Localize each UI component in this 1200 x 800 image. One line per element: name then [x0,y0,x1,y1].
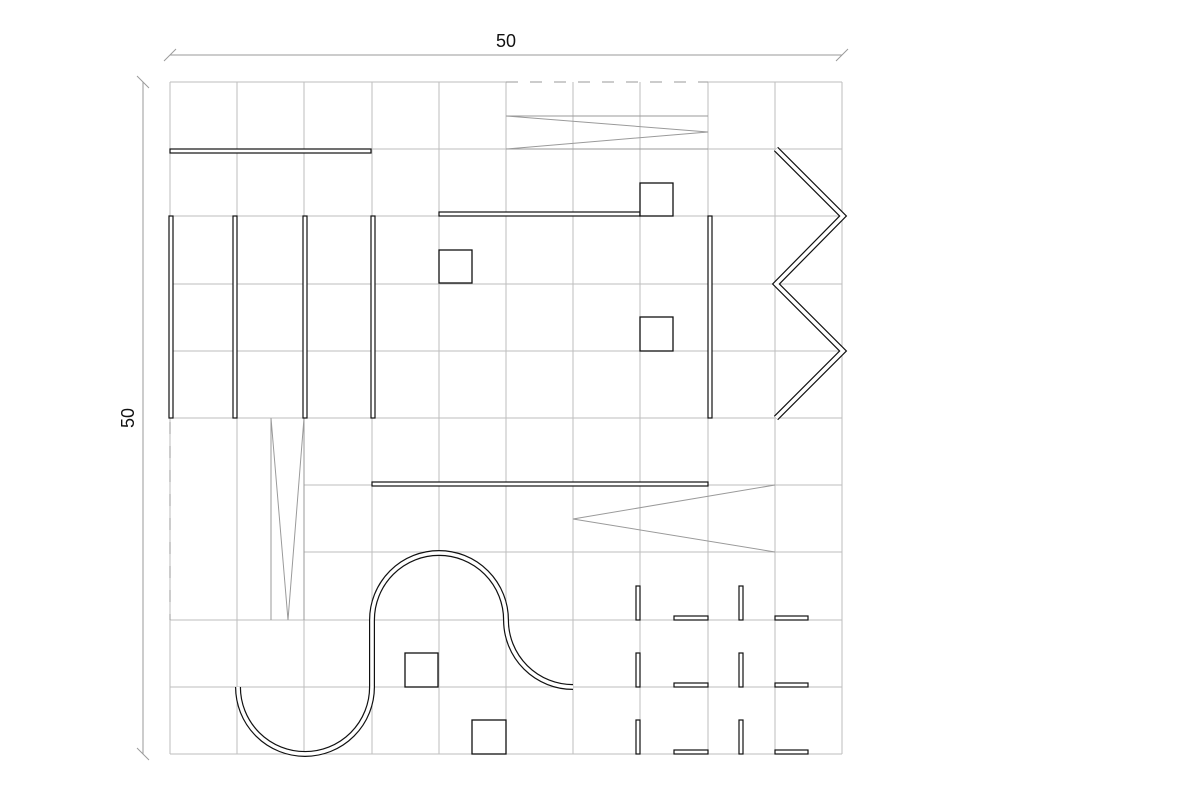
wall-vertical-1 [168,215,174,419]
partition-h6 [774,749,809,755]
partition-v4 [738,652,744,688]
partition-v2 [738,585,744,621]
wall-upper-middle [438,211,641,217]
dimension-width [163,48,849,62]
partition-v1 [635,585,641,621]
wall-vertical-4 [370,215,376,419]
partition-h5 [673,749,709,755]
partition-cluster [635,585,809,755]
dimension-height-label: 50 [118,408,138,428]
partition-h2 [774,615,809,621]
wall-center [371,481,709,487]
column-3 [639,316,674,352]
partition-v3 [635,652,641,688]
wall-vertical-3 [302,215,308,419]
wall-vertical-5 [707,215,713,419]
dimension-width-label: 50 [496,31,516,51]
partition-h3 [673,682,709,688]
column-1 [639,182,674,217]
partition-v6 [738,719,744,755]
wall-group-vertical [168,215,713,419]
partition-v5 [635,719,641,755]
wall-top-left [169,148,372,154]
zigzag-left [270,417,305,621]
column-4 [404,652,439,688]
zigzag-mid [572,484,776,553]
zigzag-top [505,115,709,150]
column-group [404,182,674,755]
partition-h4 [774,682,809,688]
dimension-height [136,75,150,761]
column-5 [471,719,507,755]
partition-h1 [673,615,709,621]
column-2 [438,249,473,284]
wall-vertical-2 [232,215,238,419]
